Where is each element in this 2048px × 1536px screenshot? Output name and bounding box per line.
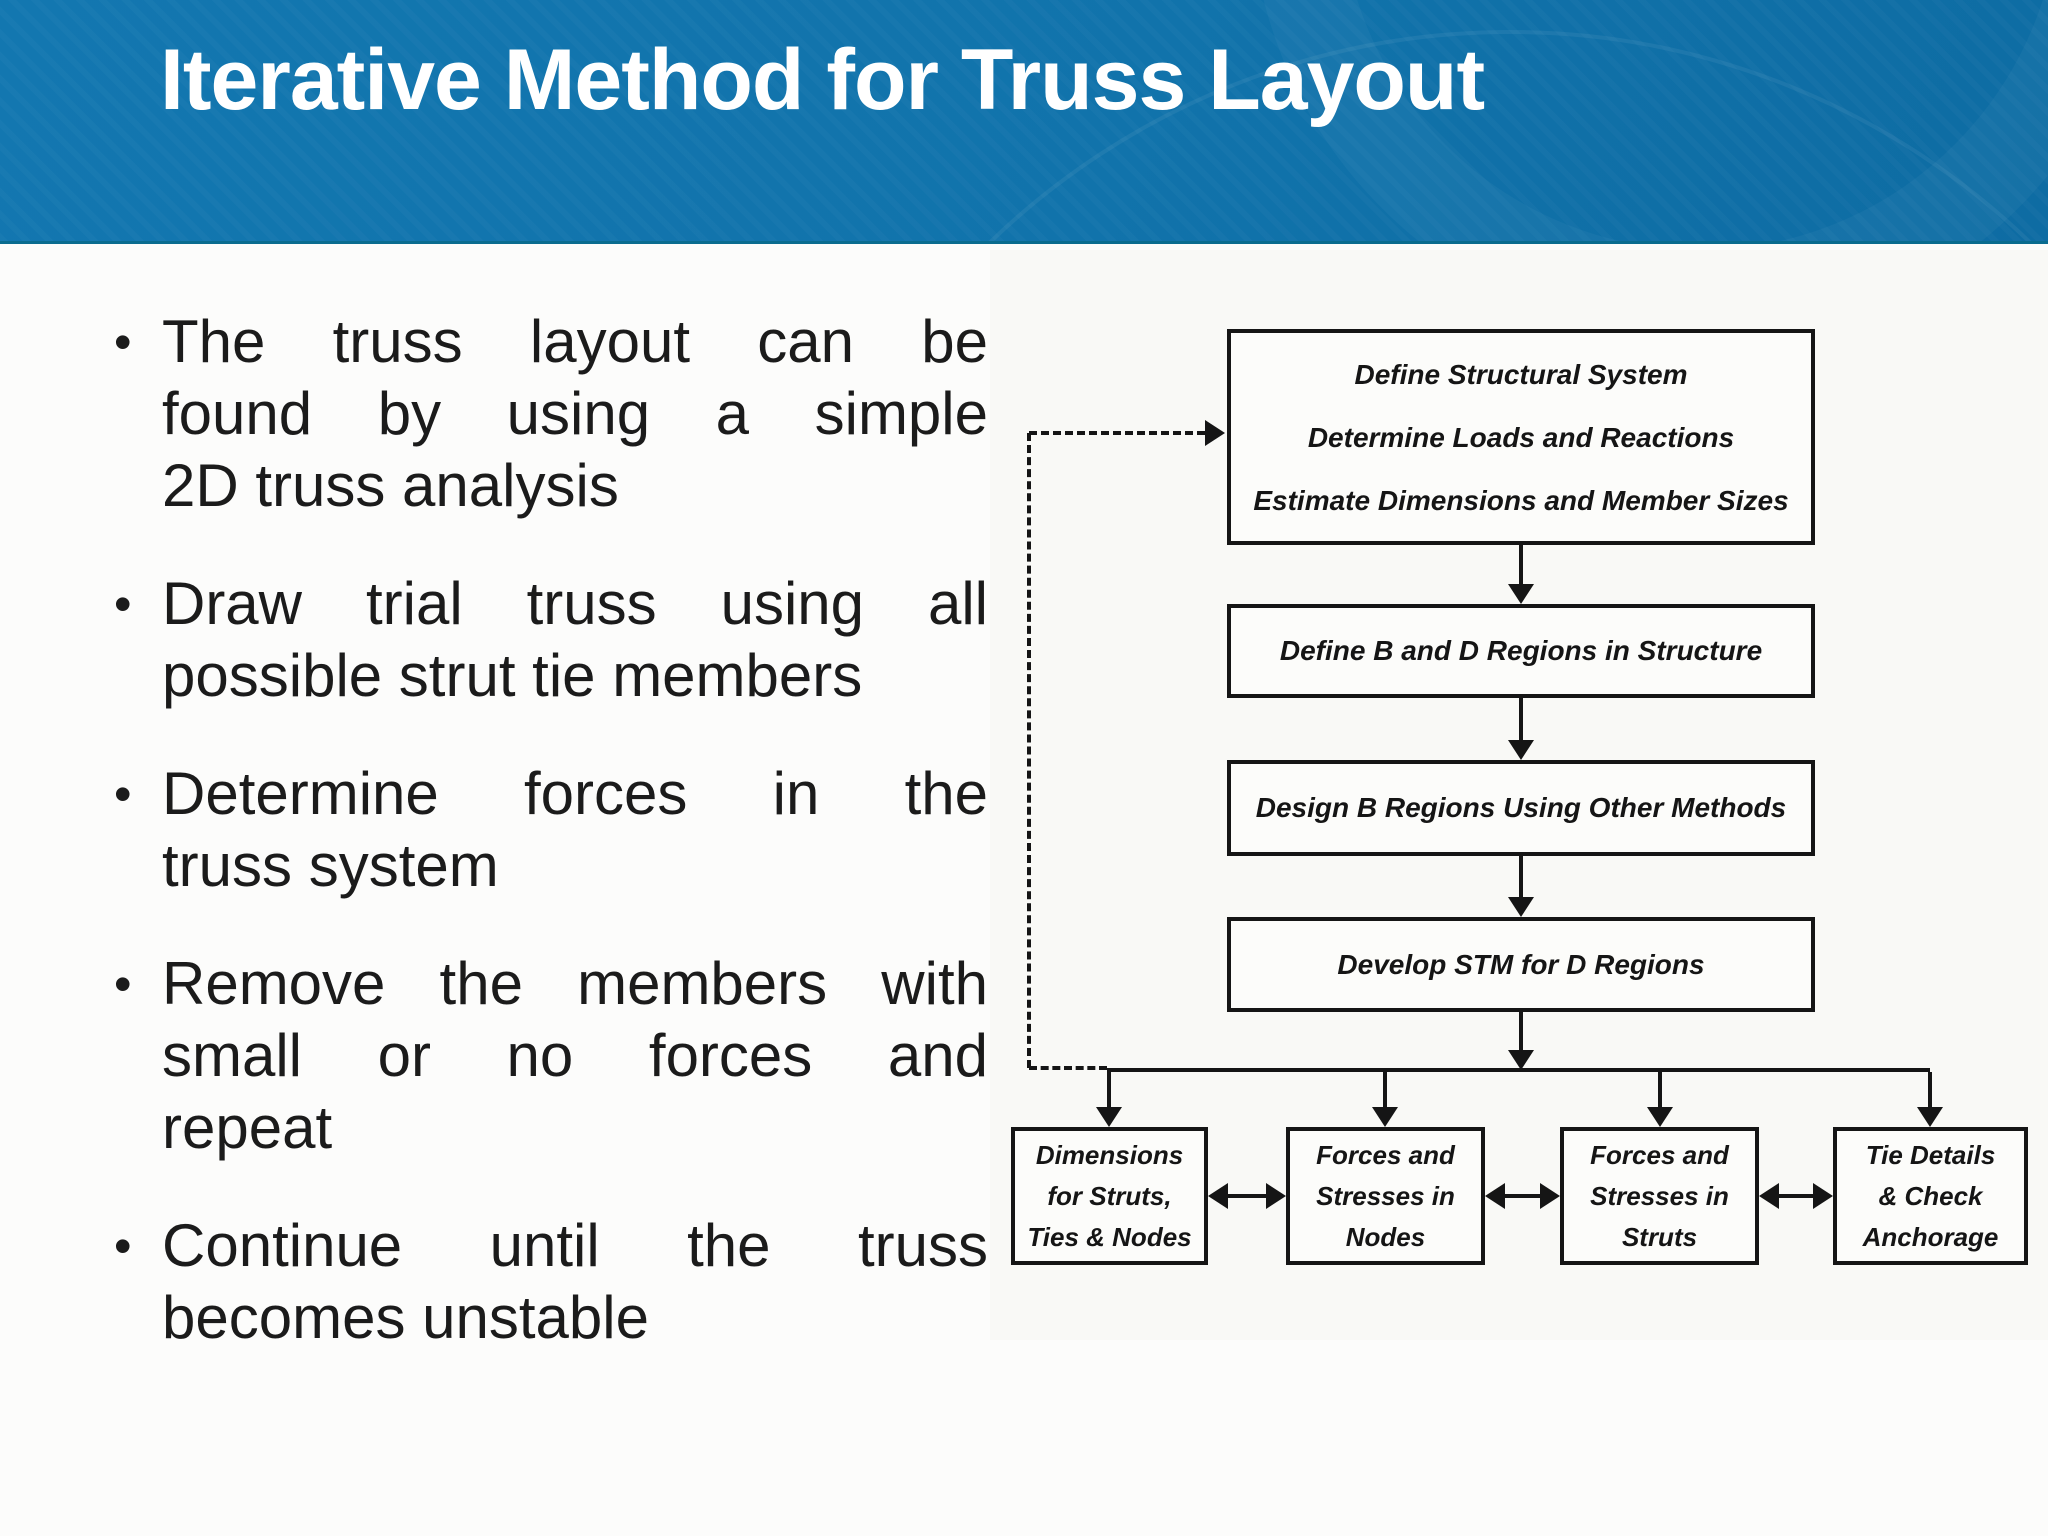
text-line: becomes unstable: [162, 1284, 649, 1351]
arrow-develop-stm-to-branch-line: [1508, 1012, 1534, 1070]
arrow-down-icon: [1917, 1107, 1943, 1127]
text-line: for Struts,: [1047, 1180, 1172, 1211]
arrow-down-icon: [1096, 1107, 1122, 1127]
arrow-left-icon: [1759, 1183, 1779, 1209]
arrow-left-icon: [1208, 1183, 1228, 1209]
arrow-branch-to-dimensions: [1096, 1072, 1122, 1127]
arrow-right-icon: [1813, 1183, 1833, 1209]
bullet-marker: •: [114, 314, 132, 370]
text-line: Ties & Nodes: [1027, 1221, 1192, 1252]
text-line: Determine forces in the: [162, 760, 988, 827]
text-line: Stresses in: [1316, 1180, 1455, 1211]
arrow-shaft: [1519, 856, 1523, 897]
slide-title: Iterative Method for Truss Layout: [160, 32, 1485, 128]
branch-distribution-line: [1107, 1068, 1930, 1072]
text-line: 2D truss analysis: [162, 452, 619, 519]
arrow-down-icon: [1508, 740, 1534, 760]
arrow-shaft: [1519, 1012, 1523, 1050]
arrow-right-icon: [1266, 1183, 1286, 1209]
arrow-down-icon: [1508, 1050, 1534, 1070]
text-line: small or no forces and: [162, 1022, 988, 1089]
box-label: Develop STM for D Regions: [1337, 948, 1705, 980]
arrow-down-icon: [1508, 584, 1534, 604]
double-arrow-dimensions-forces-nodes: [1208, 1183, 1286, 1209]
arrow-branch-to-tie-details: [1917, 1072, 1943, 1127]
text-line: Nodes: [1345, 1221, 1426, 1252]
box-label: Define B and D Regions in Structure: [1279, 635, 1763, 666]
arrow-shaft: [1505, 1194, 1540, 1198]
text-line: found by using a simple: [162, 380, 988, 447]
text-line: repeat: [162, 1094, 333, 1161]
bullet-marker: •: [114, 576, 132, 632]
flowchart-box-dimensions-struts-ties-nodes: Dimensions for Struts, Ties & Nodes: [1011, 1127, 1208, 1265]
text-line: Anchorage: [1862, 1221, 1999, 1252]
arrow-left-icon: [1485, 1183, 1505, 1209]
text-line: Forces and: [1590, 1139, 1729, 1170]
arrow-top-to-define-regions: [1508, 545, 1534, 604]
arrow-shaft: [1928, 1072, 1932, 1107]
bullet-marker: •: [114, 1218, 132, 1274]
arrow-shaft: [1658, 1072, 1662, 1107]
feedback-arrow-right-icon: [1205, 420, 1225, 446]
feedback-loop-top-dashed-line: [1029, 431, 1205, 435]
double-arrow-forces-struts-tie-details: [1759, 1183, 1833, 1209]
text-line: Remove the members with: [162, 950, 988, 1017]
text-line: truss system: [162, 832, 499, 899]
arrow-shaft: [1383, 1072, 1387, 1107]
bullet-marker: •: [114, 766, 132, 822]
text-line: Stresses in: [1590, 1180, 1729, 1211]
text-line: Define Structural System: [1354, 358, 1688, 390]
text-line: Draw trial truss using all: [162, 570, 988, 637]
text-line: possible strut tie members: [162, 642, 863, 709]
arrow-right-icon: [1540, 1183, 1560, 1209]
text-line: Tie Details: [1865, 1139, 1996, 1170]
feedback-loop-vertical-dashed-line: [1027, 433, 1031, 1068]
box-label: Design B Regions Using Other Methods: [1255, 792, 1787, 823]
arrow-branch-to-forces-struts: [1647, 1072, 1673, 1127]
text-line: The truss layout can be: [162, 308, 988, 375]
arrow-shaft: [1519, 698, 1523, 740]
bullet-marker: •: [114, 956, 132, 1012]
text-line: Determine Loads and Reactions: [1307, 421, 1735, 453]
arrow-shaft: [1228, 1194, 1266, 1198]
flowchart-box-design-b-regions: Design B Regions Using Other Methods: [1227, 760, 1815, 856]
text-line: Estimate Dimensions and Member Sizes: [1253, 484, 1789, 516]
arrow-shaft: [1779, 1194, 1813, 1198]
feedback-loop-bottom-dashed-line: [1029, 1066, 1107, 1070]
flowchart-box-define-b-d-regions: Define B and D Regions in Structure: [1227, 604, 1815, 698]
text-line: Forces and: [1316, 1139, 1455, 1170]
arrow-shaft: [1107, 1072, 1111, 1107]
text-line: Continue until the truss: [162, 1212, 988, 1279]
title-banner: Iterative Method for Truss Layout: [0, 0, 2048, 244]
flowchart-box-develop-stm: Develop STM for D Regions: [1227, 917, 1815, 1012]
text-line: Struts: [1621, 1221, 1698, 1252]
arrow-define-regions-to-design-b: [1508, 698, 1534, 760]
text-line: & Check: [1878, 1180, 1983, 1211]
arrow-branch-to-forces-nodes: [1372, 1072, 1398, 1127]
double-arrow-forces-nodes-forces-struts: [1485, 1183, 1560, 1209]
text-line: Dimensions: [1035, 1139, 1184, 1170]
arrow-down-icon: [1647, 1107, 1673, 1127]
arrow-down-icon: [1372, 1107, 1398, 1127]
arrow-shaft: [1519, 545, 1523, 584]
arrow-down-icon: [1508, 897, 1534, 917]
arrow-design-b-to-develop-stm: [1508, 856, 1534, 917]
